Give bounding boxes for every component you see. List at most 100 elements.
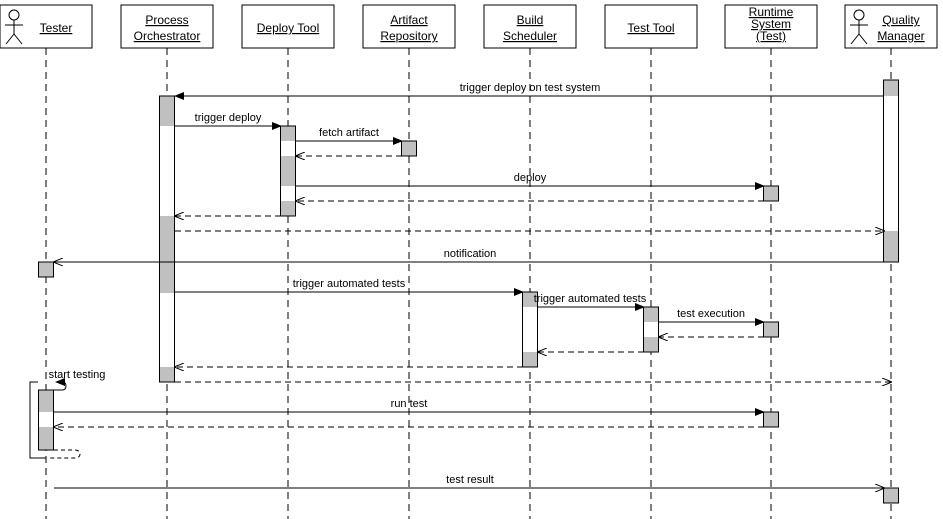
- activation-shaded: [763, 322, 779, 337]
- activation-shaded: [280, 156, 296, 186]
- activation-runtime: [763, 321, 779, 338]
- activation-shaded: [159, 216, 175, 293]
- actor-icon: [5, 9, 23, 45]
- activation-outline: [763, 321, 779, 338]
- activation-shaded: [643, 337, 659, 352]
- participant-name-line: Scheduler: [503, 29, 557, 43]
- participant-box: [120, 4, 214, 49]
- message-label: trigger deploy: [195, 112, 262, 124]
- self-return-arrow: [48, 449, 81, 459]
- activation-plain: [280, 141, 296, 156]
- activation-outline: [883, 79, 899, 263]
- activation-tester: [38, 261, 54, 278]
- activation-shaded: [38, 390, 54, 412]
- participant-box: [604, 4, 698, 49]
- message-label: notification: [444, 248, 497, 260]
- activation-shaded: [401, 141, 417, 156]
- participant-testtool: Test Tool: [604, 4, 698, 49]
- message-test-execution: test execution: [659, 308, 765, 326]
- activation-plain: [522, 307, 538, 352]
- participant-name-line: (Test): [756, 29, 786, 43]
- participant-name-line: Runtime: [749, 5, 794, 19]
- participant-box: [241, 4, 335, 49]
- message-trigger-automated-tests: trigger automated tests: [175, 278, 524, 296]
- activation-shaded: [522, 292, 538, 307]
- message-label: trigger automated tests: [293, 278, 406, 290]
- message-trigger-deploy-on-test-system: trigger deploy on test system: [174, 82, 884, 100]
- participant-box: [844, 4, 938, 49]
- message-label: trigger automated tests: [534, 293, 647, 305]
- participant-name-line: Orchestrator: [134, 29, 201, 43]
- participant-name-line: Process: [145, 13, 188, 27]
- activation-shaded: [38, 427, 54, 450]
- participant-name-line: Test Tool: [627, 21, 674, 35]
- activation-outline: [401, 140, 417, 157]
- activation-build: [522, 291, 538, 368]
- message-label: deploy: [514, 172, 547, 184]
- activation-outline: [159, 95, 175, 383]
- activation-outline: [38, 389, 54, 451]
- participant-name-line: Quality: [882, 13, 919, 27]
- message-test-result: test result: [54, 474, 884, 488]
- participant-name-line: Manager: [877, 29, 924, 43]
- activation-shaded: [763, 412, 779, 427]
- activation-plain: [159, 126, 175, 216]
- activation-shaded: [159, 367, 175, 382]
- activation-outline: [280, 125, 296, 217]
- message-label: test result: [446, 474, 494, 486]
- participant-name-line: Deploy Tool: [257, 21, 319, 35]
- message-fetch-artifact: fetch artifact: [296, 127, 403, 145]
- activation-deploy: [280, 125, 296, 217]
- message-label: test execution: [677, 308, 745, 320]
- activation-outline: [38, 261, 54, 278]
- message-start-testing: start testing: [29, 369, 105, 459]
- activation-shaded: [763, 186, 779, 201]
- activation-shaded: [883, 80, 899, 96]
- participant-name-line: Artifact: [390, 13, 428, 27]
- activation-shaded: [38, 262, 54, 277]
- activation-outline: [763, 411, 779, 428]
- activation-plain: [883, 96, 899, 231]
- activation-runtime: [763, 185, 779, 202]
- participant-box: [0, 4, 93, 49]
- message-label: fetch artifact: [319, 127, 379, 139]
- participant-box: [362, 4, 456, 49]
- participant-box: [483, 4, 577, 49]
- activation-outline: [522, 291, 538, 368]
- participant-name-line: System: [751, 17, 791, 31]
- participant-name-line: Build: [517, 13, 544, 27]
- message-label: trigger deploy on test system: [460, 82, 601, 94]
- activation-plain: [38, 412, 54, 427]
- activation-qm: [883, 487, 899, 504]
- message-arrow: [54, 378, 67, 391]
- activation-tester: [38, 389, 54, 451]
- activation-qm: [883, 79, 899, 263]
- activation-shaded: [280, 126, 296, 141]
- activation-shaded: [883, 488, 899, 503]
- activation-artifact: [401, 140, 417, 157]
- message-run-test: run test: [54, 398, 765, 416]
- actor-leg-left: [5, 33, 15, 45]
- self-frame: [29, 381, 46, 459]
- activation-shaded: [522, 352, 538, 367]
- activation-testtool: [643, 306, 659, 353]
- activation-plain: [159, 293, 175, 367]
- activation-outline: [883, 487, 899, 504]
- participant-tester: Tester: [0, 4, 93, 49]
- participant-name-line: Repository: [380, 29, 437, 43]
- activation-orchestrator: [159, 95, 175, 383]
- participant-deploy: Deploy Tool: [241, 4, 335, 49]
- message-label: run test: [391, 398, 428, 410]
- actor-leg-right: [13, 33, 23, 45]
- activation-shaded: [159, 96, 175, 126]
- activation-shaded: [280, 201, 296, 216]
- message-deploy: deploy: [296, 172, 765, 190]
- activation-runtime: [763, 411, 779, 428]
- participant-box: [724, 4, 818, 49]
- message-trigger-automated-tests: trigger automated tests: [534, 293, 647, 311]
- actor-icon: [850, 9, 868, 45]
